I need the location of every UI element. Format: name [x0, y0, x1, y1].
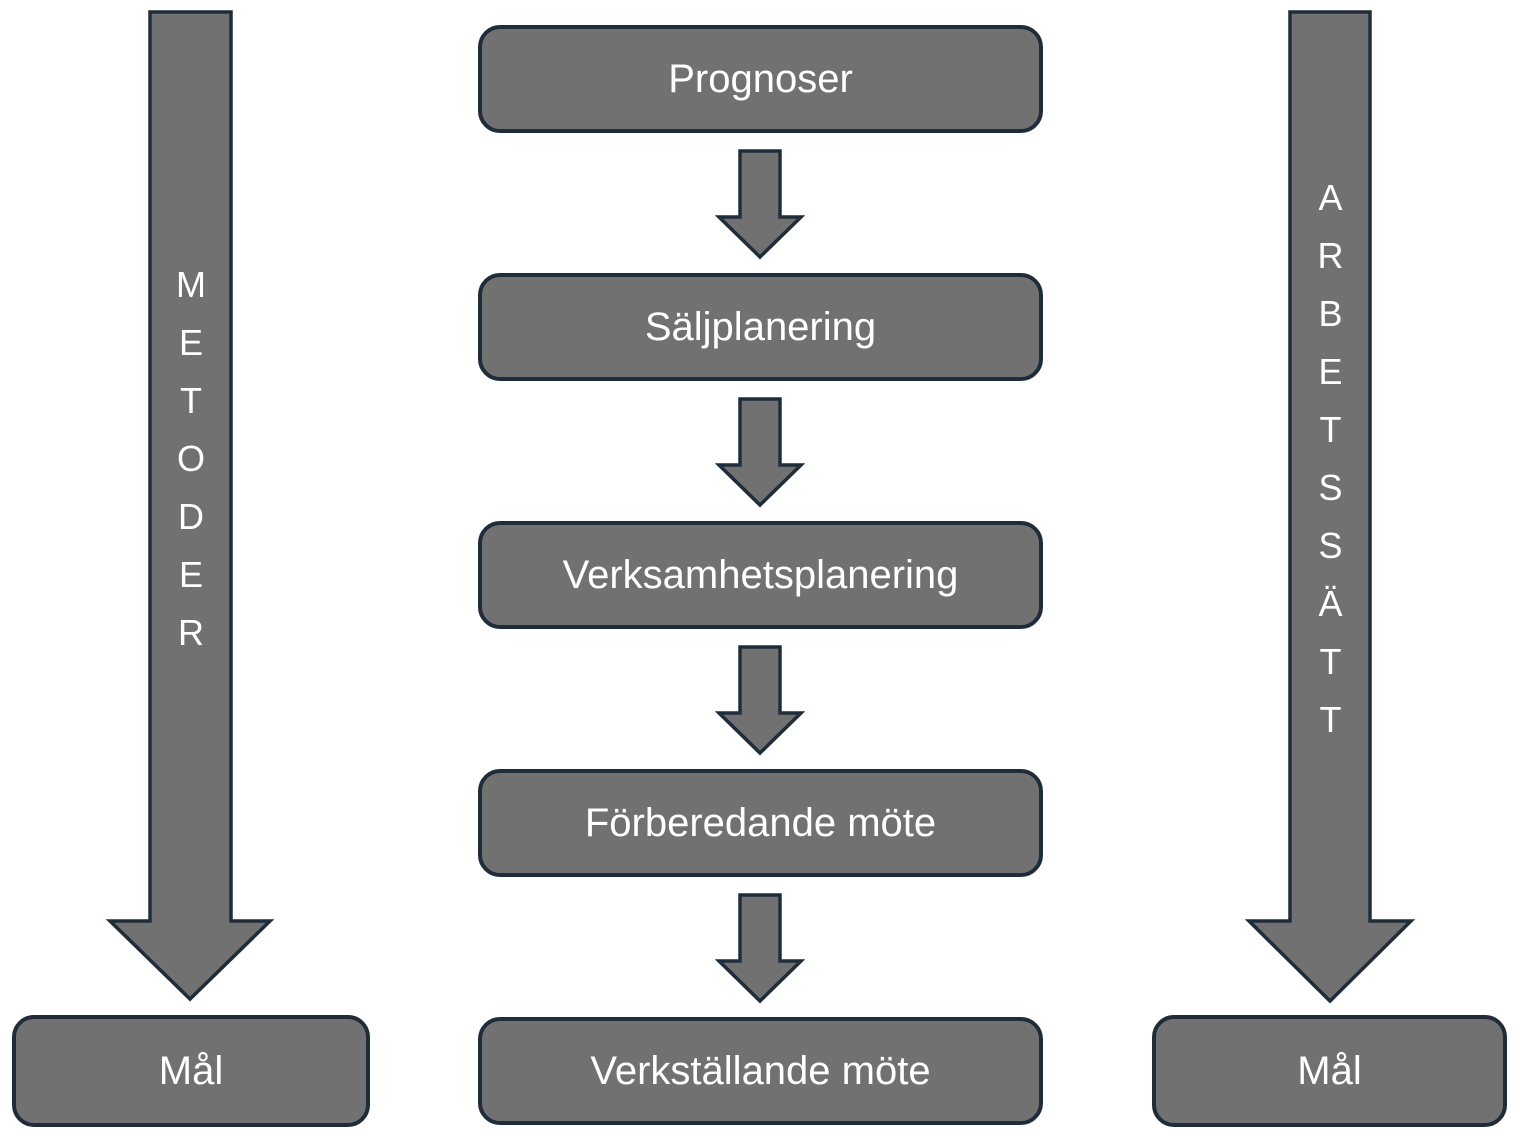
step-verkstallande-mote-box: Verkställande möte	[478, 1017, 1043, 1125]
arbetssatt-arrow-label-wrap: ARBETSSÄTT	[1290, 12, 1370, 921]
step-saljplanering-label: Säljplanering	[644, 305, 877, 349]
step-verksamhetsplanering-label: Verksamhetsplanering	[562, 553, 959, 597]
goal-box-left: Mål	[12, 1015, 370, 1127]
step-verkstallande-mote-label: Verkställande möte	[590, 1049, 931, 1093]
arbetssatt-arrow-label: ARBETSSÄTT	[1310, 176, 1351, 757]
step-saljplanering-box: Säljplanering	[478, 273, 1043, 381]
metoder-arrow-label: METODER	[170, 263, 212, 670]
step-connector-arrow-1-icon	[714, 149, 806, 260]
goal-right-label: Mål	[1297, 1049, 1362, 1093]
goal-box-right: Mål	[1152, 1015, 1507, 1127]
step-connector-arrow-3-icon	[714, 645, 806, 756]
step-connector-arrow-2-icon	[714, 397, 806, 508]
step-verksamhetsplanering-box: Verksamhetsplanering	[478, 521, 1043, 629]
step-forberedande-mote-label: Förberedande möte	[584, 801, 937, 845]
step-prognoser-label: Prognoser	[668, 57, 853, 101]
step-prognoser-box: Prognoser	[478, 25, 1043, 133]
goal-left-label: Mål	[158, 1049, 224, 1093]
step-forberedande-mote-box: Förberedande möte	[478, 769, 1043, 877]
step-connector-arrow-4-icon	[714, 893, 806, 1004]
metoder-arrow-label-wrap: METODER	[150, 12, 231, 921]
